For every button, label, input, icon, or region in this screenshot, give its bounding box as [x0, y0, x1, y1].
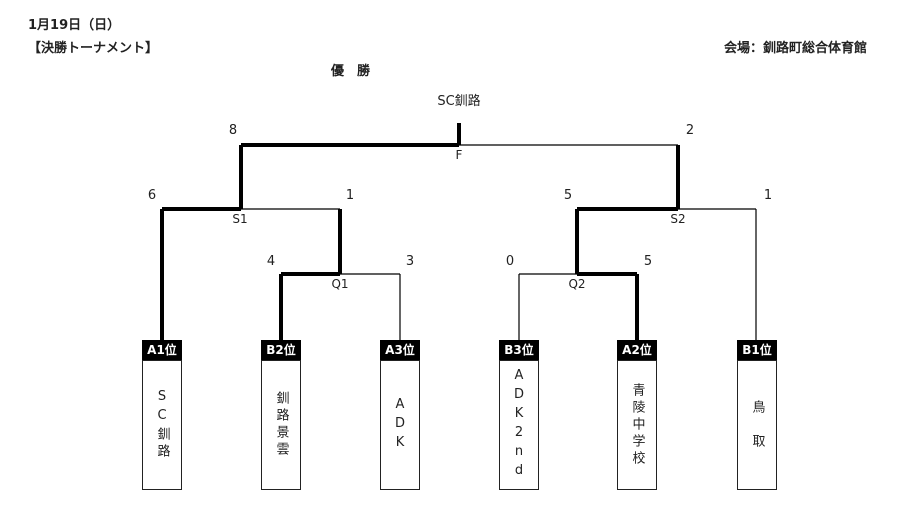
semi1-left-score: 6 — [147, 188, 157, 203]
team-seed: A1位 — [142, 340, 182, 360]
section-title: 【決勝トーナメント】 — [28, 41, 159, 56]
quarter2-label: Q2 — [568, 277, 586, 291]
semi2-left-score: 5 — [563, 188, 573, 203]
team-box: SC釧路 — [142, 360, 182, 490]
team-name: ADK — [392, 396, 408, 454]
quarter1-left-score: 4 — [266, 254, 276, 269]
team-box: 釧路景雲 — [261, 360, 301, 490]
team-name: 青陵中学校 — [629, 382, 645, 468]
team-seed: B2位 — [261, 340, 301, 360]
team-name: 鳥 取 — [749, 399, 765, 451]
quarter2-right-score: 5 — [643, 254, 653, 269]
team-seed: B3位 — [499, 340, 539, 360]
team-box: ADK2nd — [499, 360, 539, 490]
champion-label: 優 勝 — [331, 64, 371, 79]
team-seed: A2位 — [617, 340, 657, 360]
team-box: ADK — [380, 360, 420, 490]
semi2-right-score: 1 — [763, 188, 773, 203]
team-box: 鳥 取 — [737, 360, 777, 490]
team-seed: B1位 — [737, 340, 777, 360]
semi2-label: S2 — [670, 212, 686, 226]
team-name: 釧路景雲 — [273, 391, 289, 459]
team-name: SC釧路 — [154, 389, 170, 461]
champion-team: SC釧路 — [437, 94, 481, 109]
team-seed: A3位 — [380, 340, 420, 360]
quarter2-left-score: 0 — [505, 254, 515, 269]
quarter1-right-score: 3 — [405, 254, 415, 269]
semi1-label: S1 — [232, 212, 248, 226]
final-label: F — [455, 148, 463, 162]
quarter1-label: Q1 — [331, 277, 349, 291]
date-label: 1月19日（日） — [28, 18, 121, 33]
team-name: ADK2nd — [511, 368, 527, 482]
final-left-score: 8 — [228, 123, 238, 138]
team-box: 青陵中学校 — [617, 360, 657, 490]
venue-label: 会場：釧路町総合体育館 — [724, 41, 868, 56]
final-right-score: 2 — [685, 123, 695, 138]
semi1-right-score: 1 — [345, 188, 355, 203]
